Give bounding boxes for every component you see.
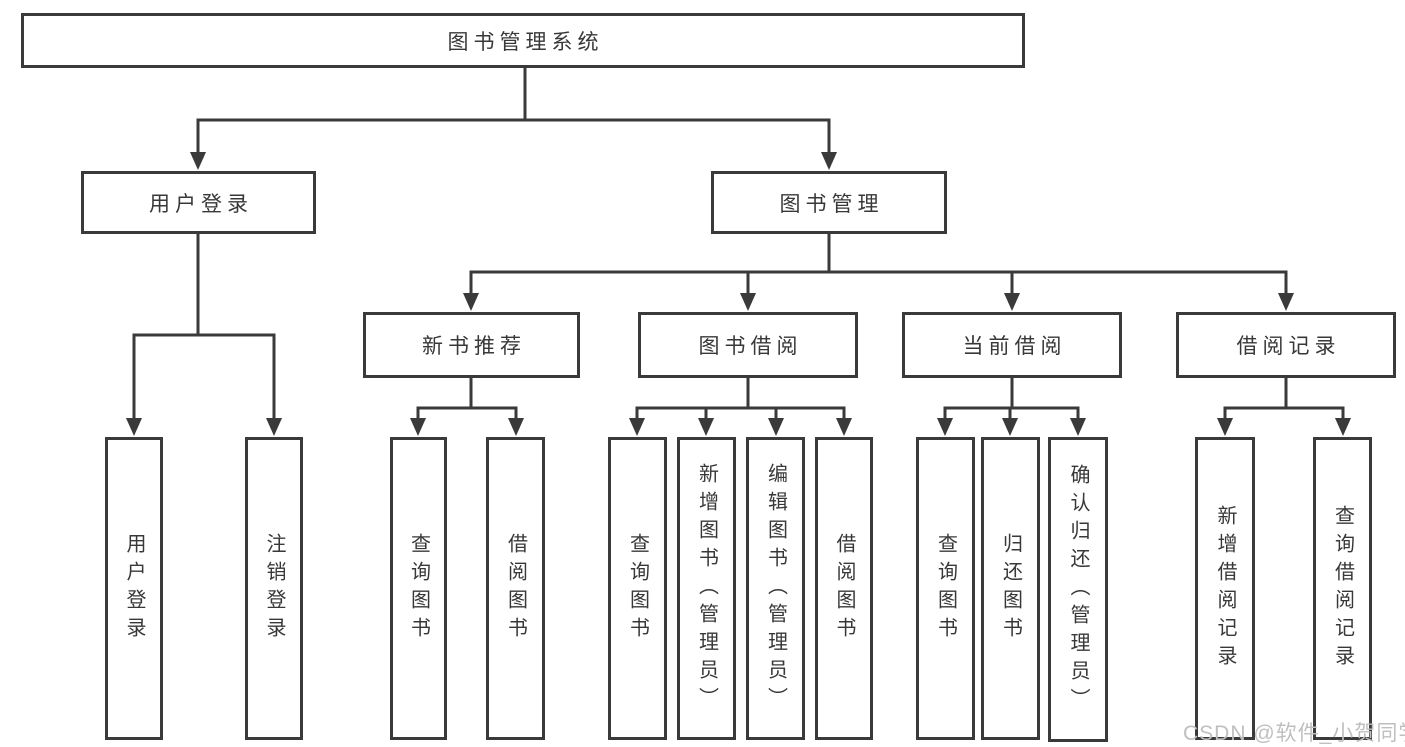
leaf-current-confirm-return-admin: 确认归还（管理员） bbox=[1048, 437, 1108, 742]
arrowhead bbox=[410, 418, 426, 436]
node-book-borrow: 图书借阅 bbox=[638, 312, 858, 378]
leaf-borrow-add-books-admin: 新增图书（管理员） bbox=[677, 437, 736, 740]
arrowhead bbox=[463, 293, 479, 311]
arrowhead bbox=[1217, 418, 1233, 436]
arrowhead bbox=[821, 152, 837, 170]
leaf-user-login: 用户登录 bbox=[105, 437, 163, 740]
arrowhead bbox=[629, 418, 645, 436]
leaf-borrow-query-books: 查询图书 bbox=[608, 437, 667, 740]
arrowhead bbox=[508, 418, 524, 436]
node-book-management: 图书管理 bbox=[711, 171, 947, 234]
arrowhead bbox=[1278, 293, 1294, 311]
leaf-records-add-record: 新增借阅记录 bbox=[1195, 437, 1255, 740]
arrowhead bbox=[937, 418, 953, 436]
connector-current-to-leaves bbox=[943, 376, 1080, 422]
node-root-library-system: 图书管理系统 bbox=[21, 13, 1025, 68]
leaf-borrow-edit-books-admin: 编辑图书（管理员） bbox=[746, 437, 805, 740]
leaf-current-query-books: 查询图书 bbox=[916, 437, 975, 740]
connector-newbook-to-leaves bbox=[416, 376, 518, 422]
node-borrow-records: 借阅记录 bbox=[1176, 312, 1396, 378]
arrowhead bbox=[126, 418, 142, 436]
leaf-records-query-record: 查询借阅记录 bbox=[1313, 437, 1372, 740]
leaf-logout: 注销登录 bbox=[245, 437, 303, 740]
csdn-watermark: CSDN @软件_小贺同学 bbox=[1183, 722, 1405, 745]
leaf-current-return-books: 归还图书 bbox=[981, 437, 1040, 740]
arrowhead bbox=[1004, 293, 1020, 311]
arrowhead bbox=[836, 418, 852, 436]
connector-records-to-leaves bbox=[1223, 376, 1345, 422]
node-user-login: 用户登录 bbox=[81, 171, 316, 234]
connector-root-to-level1 bbox=[196, 66, 831, 156]
connector-bookmgmt-to-level2 bbox=[469, 232, 1288, 297]
leaf-recommend-borrow-books: 借阅图书 bbox=[486, 437, 545, 740]
arrowhead bbox=[768, 418, 784, 436]
arrowhead bbox=[266, 418, 282, 436]
connector-borrow-to-leaves bbox=[635, 376, 846, 422]
arrowhead bbox=[740, 293, 756, 311]
leaf-recommend-query-books: 查询图书 bbox=[390, 437, 447, 740]
node-current-borrow: 当前借阅 bbox=[902, 312, 1122, 378]
node-new-book-recommend: 新书推荐 bbox=[363, 312, 580, 378]
arrowhead bbox=[1335, 418, 1351, 436]
leaf-borrow-borrow-books: 借阅图书 bbox=[815, 437, 873, 740]
connector-userlogin-to-leaves bbox=[132, 232, 276, 422]
arrowhead bbox=[1070, 418, 1086, 436]
arrowhead bbox=[1002, 418, 1018, 436]
arrowhead bbox=[190, 152, 206, 170]
arrowhead bbox=[698, 418, 714, 436]
